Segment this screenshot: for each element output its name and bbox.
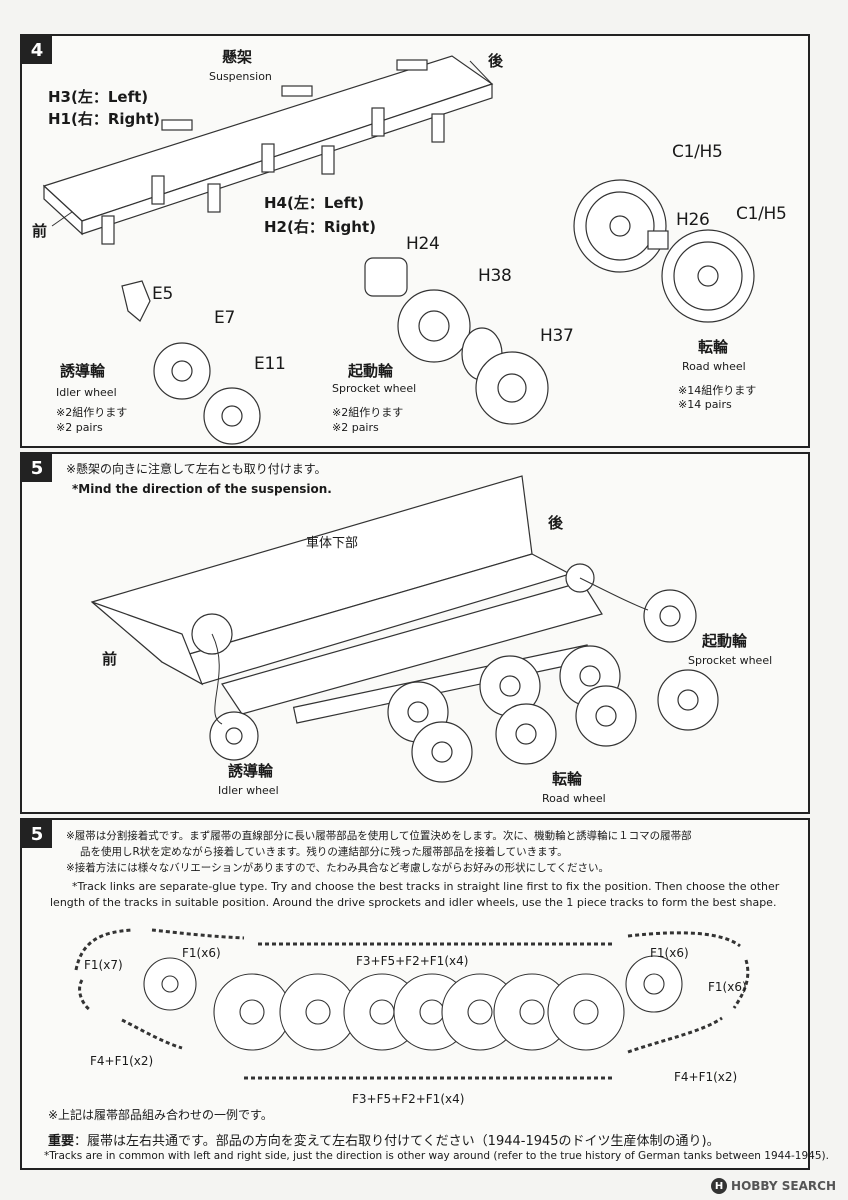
important-text: ：履帯は左右共通です。部品の方向を変えて左右取り付けてください（1944-194… <box>74 1134 720 1149</box>
f1x6-right-label: F1(x6) <box>708 980 747 994</box>
idler-label-jp: 誘導輪 <box>228 762 274 780</box>
part-h37-label: H37 <box>540 326 574 346</box>
f1x7-label: F1(x7) <box>84 958 123 972</box>
step-number: 4 <box>22 36 52 64</box>
step-number: 5 <box>22 454 52 482</box>
hull-assembly-drawing <box>90 475 719 783</box>
part-c1-h5-right-label: C1/H5 <box>736 204 787 224</box>
hobby-search-logo-icon: H <box>711 1178 728 1194</box>
h4-label: H4(左：Left) <box>264 194 365 212</box>
road-wheel-note-en: ※14 pairs <box>678 398 732 411</box>
step-5-hull-panel: 5 ※懸架の向きに注意して左右とも取り付けます。 *Mind the direc… <box>20 452 810 814</box>
track-note-en-2: length of the tracks in suitable positio… <box>50 896 777 909</box>
road-wheel-label-en: Road wheel <box>542 792 606 805</box>
track-note-jp-3: ※接着方法には様々なバリエーションがありますので、たわみ具合など考慮しながらお好… <box>66 862 610 874</box>
f4f1-left-label: F4+F1(x2) <box>90 1054 154 1068</box>
part-e5-label: E5 <box>152 284 173 304</box>
h3-label: H3(左：Left) <box>48 88 149 106</box>
road-wheel-label-jp: 転輪 <box>552 770 583 788</box>
common-tracks-note-en: *Tracks are in common with left and righ… <box>44 1150 829 1162</box>
suspension-label-jp: 懸架 <box>222 48 253 66</box>
front-label: 前 <box>32 222 48 240</box>
road-wheel-label-jp: 転輪 <box>698 338 729 356</box>
part-c1-h5-top-label: C1/H5 <box>672 142 723 162</box>
h2-label: H2(右：Right) <box>264 218 376 236</box>
hobby-search-watermark: H HOBBY SEARCH <box>711 1178 836 1194</box>
step-4-panel: 4 <box>20 34 810 448</box>
track-note-jp-1: ※履帯は分割接着式です。まず履帯の直線部分に長い履帯部品を使用して位置決めをしま… <box>66 830 692 842</box>
top-run-label: F3+F5+F2+F1(x4) <box>356 954 469 968</box>
idler-label-en: Idler wheel <box>56 386 117 399</box>
road-wheel-label-en: Road wheel <box>682 360 746 373</box>
step-number: 5 <box>22 820 52 848</box>
suspension-direction-note-en: *Mind the direction of the suspension. <box>72 482 332 496</box>
important-note: 重要：履帯は左右共通です。部品の方向を変えて左右取り付けてください（1944-1… <box>48 1130 720 1149</box>
rear-label: 後 <box>488 52 504 70</box>
suspension-assembly-drawing <box>42 55 755 445</box>
track-layout-drawing <box>74 928 750 1080</box>
road-wheel-note-jp: ※14組作ります <box>678 384 757 397</box>
important-label: 重要 <box>48 1134 75 1149</box>
sprocket-label-en: Sprocket wheel <box>332 382 417 395</box>
h1-label: H1(右：Right) <box>48 110 160 128</box>
suspension-label-en: Suspension <box>209 70 272 83</box>
idler-label-jp: 誘導輪 <box>60 362 106 380</box>
part-h26-label: H26 <box>676 210 710 230</box>
f1x6-right-top-label: F1(x6) <box>650 946 689 960</box>
idler-note-jp: ※2組作ります <box>56 406 128 419</box>
track-note-jp-2: 品を使用しR状を定めながら接着していきます。残りの連結部分に残った履帯部品を接着… <box>80 846 568 858</box>
sprocket-label-jp: 起動輪 <box>348 362 394 380</box>
sprocket-label-jp: 起動輪 <box>702 632 748 650</box>
lower-hull-label: 車体下部 <box>306 536 359 551</box>
sprocket-note-jp: ※2組作ります <box>332 406 404 419</box>
suspension-direction-note-jp: ※懸架の向きに注意して左右とも取り付けます。 <box>66 462 327 476</box>
step-5-tracks-panel: 5 ※履帯は分割接着式です。まず履帯の直線部分に長い履帯部品を使用して位置決めを… <box>20 818 829 1170</box>
track-note-en-1: *Track links are separate-glue type. Try… <box>72 880 780 893</box>
sprocket-note-en: ※2 pairs <box>332 421 379 434</box>
example-note: ※上記は履帯部品組み合わせの一例です。 <box>48 1108 273 1122</box>
watermark-text: HOBBY SEARCH <box>731 1179 836 1193</box>
sprocket-label-en: Sprocket wheel <box>688 654 773 667</box>
part-e11-label: E11 <box>254 354 286 374</box>
idler-label-en: Idler wheel <box>218 784 279 797</box>
bottom-run-label: F3+F5+F2+F1(x4) <box>352 1092 465 1106</box>
front-label: 前 <box>102 650 118 668</box>
idler-note-en: ※2 pairs <box>56 421 103 434</box>
part-h38-label: H38 <box>478 266 512 286</box>
f1x6-left-label: F1(x6) <box>182 946 221 960</box>
f4f1-right-label: F4+F1(x2) <box>674 1070 738 1084</box>
rear-label: 後 <box>548 514 564 532</box>
part-h24-label: H24 <box>406 234 440 254</box>
part-e7-label: E7 <box>214 308 235 328</box>
